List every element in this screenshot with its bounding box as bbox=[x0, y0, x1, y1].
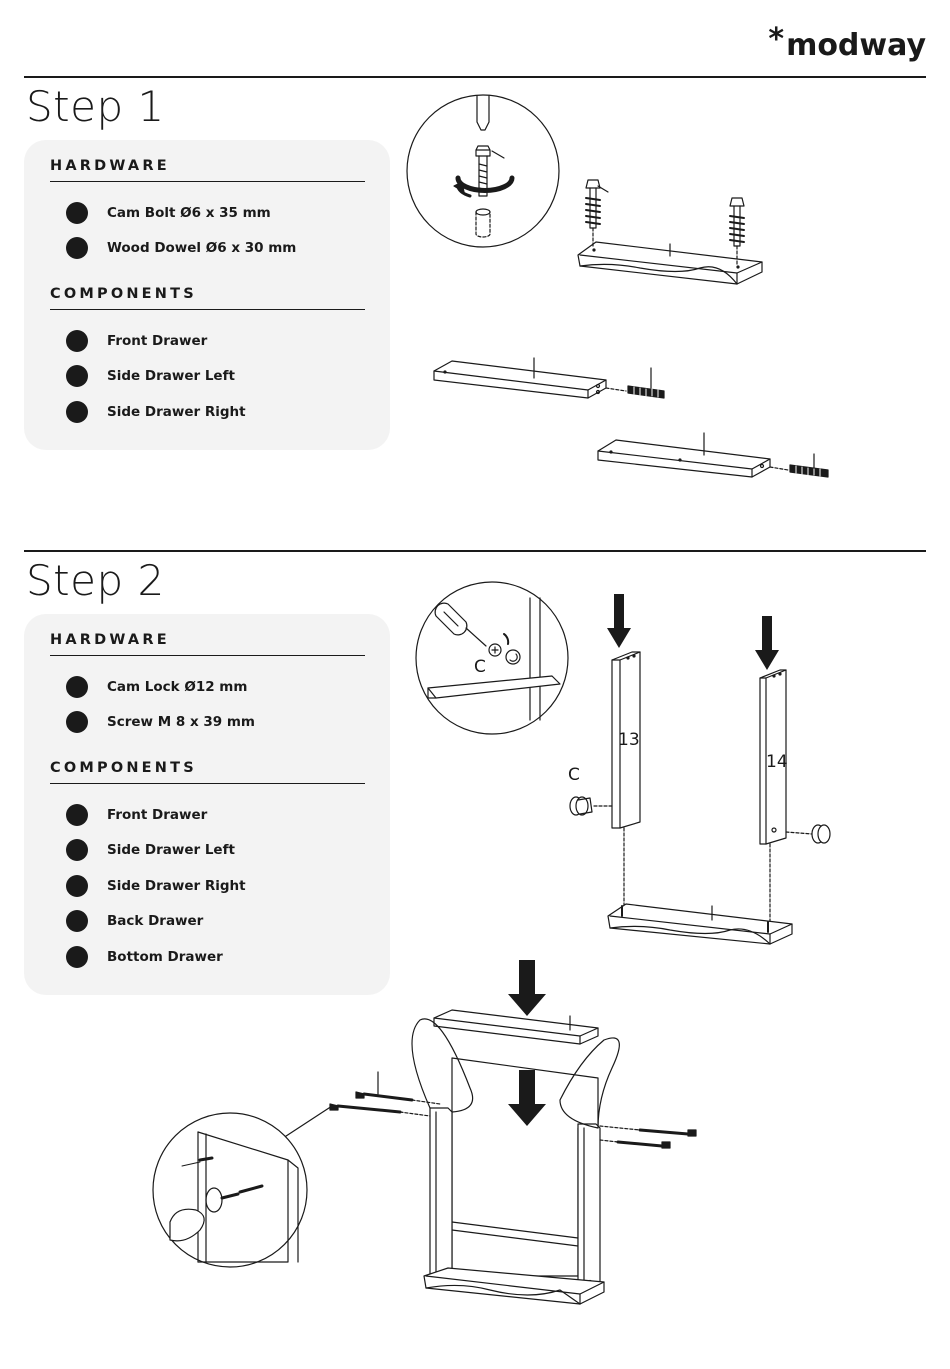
cam-lock-left bbox=[570, 797, 612, 815]
cam-lock-label: C bbox=[568, 765, 580, 785]
screw-detail-circle bbox=[153, 1106, 332, 1267]
cam-lock-right bbox=[786, 825, 830, 843]
cam-bolt-right bbox=[730, 198, 744, 266]
front-drawer-part bbox=[608, 904, 792, 944]
cam-lock-label-detail: C bbox=[474, 657, 486, 677]
step-2-detail-circle bbox=[416, 582, 568, 734]
down-arrow-icon bbox=[607, 594, 631, 648]
drawer-frame-assembly bbox=[412, 1010, 619, 1304]
screw-left-upper bbox=[356, 1072, 440, 1104]
side-drawer-right-part bbox=[598, 433, 788, 477]
down-arrow-icon bbox=[755, 616, 779, 670]
screw-right-lower bbox=[600, 1140, 670, 1148]
side-drawer-left-part bbox=[434, 358, 626, 398]
screw-left-lower bbox=[330, 1104, 430, 1116]
panel-13-label: 13 bbox=[618, 730, 640, 750]
wood-dowel-right bbox=[790, 454, 828, 477]
wood-dowel-left bbox=[628, 368, 664, 398]
front-drawer-part bbox=[578, 242, 762, 284]
panel-14-label: 14 bbox=[766, 752, 788, 772]
cam-bolt-left bbox=[586, 180, 608, 246]
screw-right-upper bbox=[600, 1126, 696, 1136]
down-arrow-icon bbox=[508, 960, 546, 1016]
step-1-detail-circle bbox=[407, 95, 559, 247]
